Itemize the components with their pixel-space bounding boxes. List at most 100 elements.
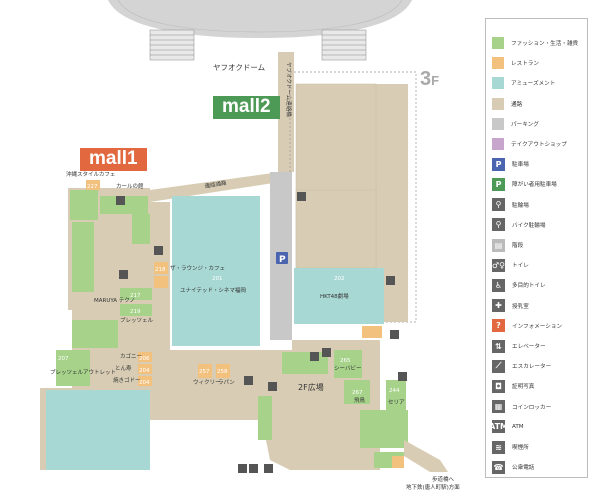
legend-label: 階段: [512, 243, 524, 249]
shop-244-num: 244: [389, 388, 400, 394]
shop-219r[interactable]: [154, 276, 168, 288]
amusement-block-left[interactable]: [46, 390, 150, 470]
restroom-icon[interactable]: [297, 192, 306, 201]
legend-item-restaurant: レストラン: [492, 55, 586, 71]
shop-204-num: 204: [139, 380, 150, 386]
shop-257-num: 257: [199, 369, 210, 375]
shop-217[interactable]: [120, 288, 152, 300]
multipurpose-restroom-icon[interactable]: [249, 464, 258, 473]
footbridge-path[interactable]: [404, 440, 448, 472]
legend-item-parking: パーキング: [492, 116, 586, 132]
shop-218-name: ザ・ラウンジ・カフェ: [170, 264, 225, 272]
dome-stairs-left: [149, 29, 195, 61]
restroom-icon[interactable]: [119, 270, 128, 279]
legend-label: エスカレーター: [512, 364, 552, 371]
takeout-swatch: [492, 138, 504, 150]
shop-267[interactable]: [344, 380, 370, 404]
shop-201-cinema[interactable]: [172, 196, 260, 346]
shop-218[interactable]: [154, 262, 168, 274]
mall2-badge: mall2: [213, 96, 280, 119]
shop-block-west2[interactable]: [72, 320, 118, 348]
plaza-2f-label: 2F広場: [298, 382, 324, 392]
shop-258-num: 258: [217, 369, 228, 375]
legend-item-photo-booth: ◘証明写真: [492, 378, 586, 394]
escalator-icon[interactable]: [322, 348, 331, 357]
yafuoku-dome-shape[interactable]: [108, 0, 412, 38]
shop-block-mid[interactable]: [132, 214, 150, 244]
shop-265[interactable]: [334, 350, 362, 378]
legend-label: 駐輪場: [512, 202, 529, 209]
information-icon: ?: [492, 319, 505, 333]
shop-258[interactable]: [216, 364, 230, 378]
legend-item-coin-locker: ▦コインロッカー: [492, 399, 586, 415]
elevator-icon[interactable]: [244, 376, 253, 385]
restroom-icon[interactable]: [310, 352, 319, 361]
restroom-icon[interactable]: [238, 464, 247, 473]
shop-218-num: 218: [155, 267, 166, 273]
legend-item-takeout: テイクアウトショップ: [492, 136, 586, 152]
shop-205[interactable]: [138, 364, 152, 374]
bicycle-parking-icon: ⚲: [492, 198, 505, 212]
escalator-icon[interactable]: [264, 464, 273, 473]
shop-block-plaza-mid[interactable]: [282, 352, 328, 374]
shop-200-name: カールの館: [116, 182, 144, 190]
shop-217-name: MARUYA テクノ: [94, 297, 135, 304]
shop-block-plaza-left[interactable]: [258, 396, 272, 440]
connect-passage[interactable]: [150, 172, 280, 202]
escalator-icon[interactable]: [386, 276, 395, 285]
legend-item-motorbike-parking: ⚲バイク駐輪場: [492, 217, 586, 233]
accessible-parking-icon: P: [492, 177, 505, 191]
legend-item-multipurpose-restroom: ♿多目的トイレ: [492, 277, 586, 293]
shop-block-north[interactable]: [70, 190, 98, 220]
parking-swatch: [492, 117, 504, 130]
floor-number: 3: [420, 68, 432, 90]
legend-label: バイク駐輪場: [512, 222, 546, 229]
shop-207-num: 207: [58, 356, 69, 362]
hkt48-label: HKT48劇場: [320, 292, 349, 300]
shop-restaurant-south[interactable]: [392, 456, 404, 468]
coin-locker-icon: ▦: [492, 400, 505, 414]
legend-item-nursing-room: ✚授乳室: [492, 298, 586, 314]
floor-label: 3F: [420, 68, 439, 91]
legend-panel: ファッション・生活・雑貨レストランアミューズメント通路パーキングテイクアウトショ…: [485, 18, 588, 478]
shop-block-west[interactable]: [72, 222, 94, 292]
shop-265-name: シーバビー: [334, 364, 361, 372]
legend-item-escalator: ⟋エスカレーター: [492, 358, 586, 374]
legend-label: 通路: [511, 101, 523, 108]
escalator-icon[interactable]: [116, 196, 125, 205]
legend-label: 障がい者用駐車場: [512, 182, 557, 189]
shop-202-hkt48[interactable]: [294, 268, 384, 324]
shop-restaurant-hkt[interactable]: [362, 326, 382, 338]
shop-219[interactable]: [120, 304, 152, 316]
legend-item-accessible-parking: P 障がい者用駐車場: [492, 176, 586, 192]
dome-label: ヤフオクドーム: [213, 63, 265, 72]
legend-item-amusement: アミューズメント: [492, 75, 586, 91]
passage-swatch: [492, 97, 504, 110]
legend-label: ATM: [512, 423, 524, 430]
legend-label: 駐車場: [512, 162, 529, 169]
elevator-icon: ⇅: [492, 339, 505, 353]
svg-text:P: P: [279, 255, 286, 265]
map-facility-icons: [116, 192, 407, 473]
shop-206[interactable]: [138, 352, 152, 362]
shop-257[interactable]: [198, 364, 212, 378]
escalator-icon[interactable]: [154, 246, 163, 255]
shop-219-num: 219: [130, 309, 141, 315]
shop-206-name: とん寿: [115, 364, 132, 372]
escalator-icon[interactable]: [268, 382, 277, 391]
shop-block-south-right[interactable]: [360, 410, 408, 448]
parking-icon[interactable]: [276, 252, 288, 264]
shop-217-num: 217: [130, 293, 141, 299]
shop-204[interactable]: [138, 376, 152, 386]
restaurant-swatch: [492, 57, 504, 70]
shop-227[interactable]: [86, 180, 100, 190]
stairs-icon: ▤: [492, 238, 505, 252]
legend-item-fashion: ファッション・生活・雑貨: [492, 35, 586, 51]
shop-207[interactable]: [56, 350, 90, 386]
restroom-icon[interactable]: [390, 330, 399, 339]
shop-257-name: ウィクリー: [193, 378, 221, 386]
legend-label: インフォメーション: [512, 323, 563, 330]
escalator-icon[interactable]: [398, 372, 407, 381]
